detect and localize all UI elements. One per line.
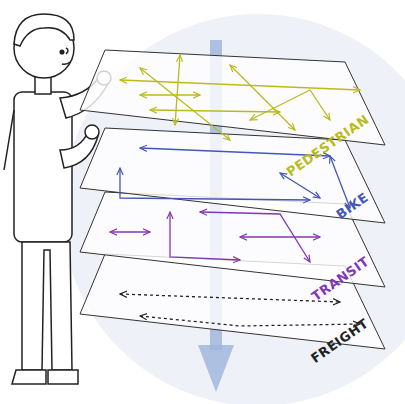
route-line xyxy=(150,110,280,112)
route-line xyxy=(140,316,360,326)
person-figure xyxy=(4,14,111,384)
route-line xyxy=(120,294,340,302)
route-line xyxy=(120,168,310,200)
route-line xyxy=(230,65,295,130)
route-line xyxy=(175,55,180,125)
route-line xyxy=(170,212,240,260)
background-circle xyxy=(62,14,405,404)
route-line xyxy=(140,148,330,156)
route-line xyxy=(110,231,150,232)
route-line xyxy=(240,236,320,237)
route-line xyxy=(120,80,360,90)
route-line xyxy=(140,94,200,95)
layer-sheet: PEDESTRIAN xyxy=(80,50,385,145)
route-line xyxy=(140,68,230,140)
route-line xyxy=(280,173,320,198)
route-line xyxy=(250,90,330,120)
